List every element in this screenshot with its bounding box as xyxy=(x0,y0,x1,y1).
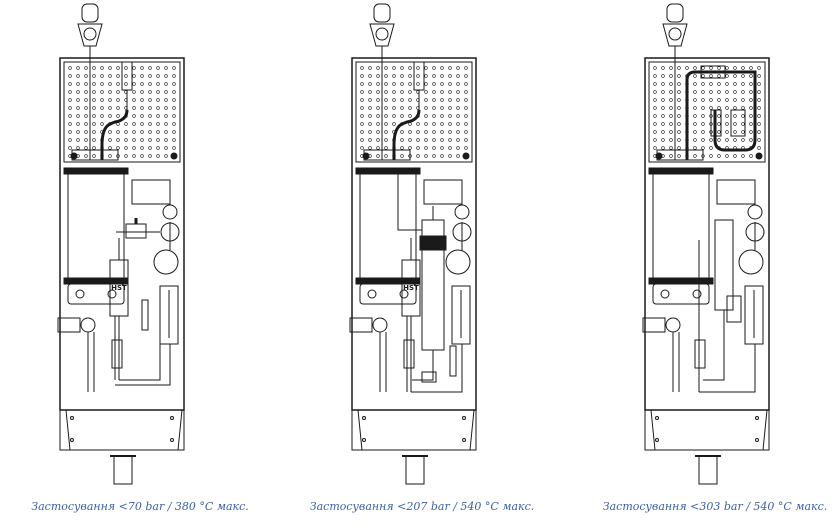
sampling-panel-drawing xyxy=(349,3,477,485)
panel-diagram-3 xyxy=(642,3,770,485)
top-valve-icon xyxy=(77,3,103,58)
perforation-grid xyxy=(68,66,176,158)
caption-panel-2: Застосування <207 bar / 540 °C макс. xyxy=(309,500,535,513)
perforated-plate xyxy=(648,61,766,163)
mounting-frame xyxy=(644,57,770,411)
drip-tray xyxy=(65,409,183,451)
cylinder-vessel xyxy=(652,171,710,283)
cylinder-vessel xyxy=(359,171,417,283)
sampling-panel-drawing xyxy=(57,3,185,485)
drain-outlet xyxy=(113,455,133,485)
caption-panel-3: Застосування <303 bar / 540 °C макс. xyxy=(602,500,828,513)
sampling-panel-drawing xyxy=(642,3,770,485)
caption-panel-1: Застосування <70 bar / 380 °C макс. xyxy=(31,500,249,513)
top-valve-icon xyxy=(662,3,688,58)
unit-tag: HST xyxy=(403,284,419,292)
unit-tag: HST xyxy=(111,284,127,292)
top-valve-icon xyxy=(369,3,395,58)
drain-outlet xyxy=(698,455,718,485)
cylinder-vessel xyxy=(67,171,125,283)
drip-tray xyxy=(357,409,475,451)
drip-tray xyxy=(650,409,768,451)
panel-diagram-1: HST xyxy=(57,3,185,485)
panel-diagram-2: HST xyxy=(349,3,477,485)
drain-outlet xyxy=(405,455,425,485)
perforation-grid xyxy=(653,66,761,158)
perforation-grid xyxy=(360,66,468,158)
